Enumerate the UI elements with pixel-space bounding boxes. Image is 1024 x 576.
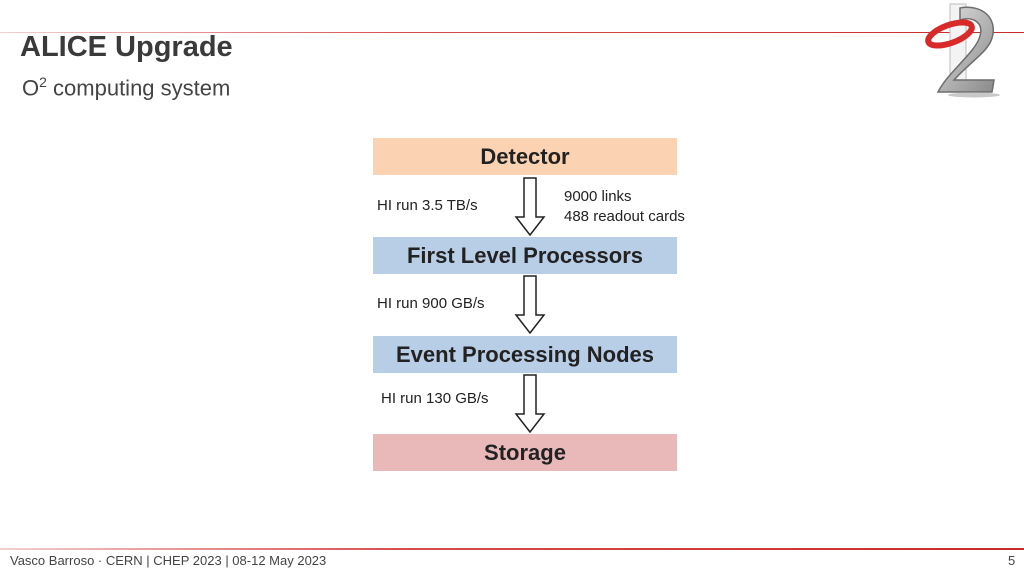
detector-to-flp-rate: HI run 3.5 TB/s (377, 197, 478, 214)
subtitle-superscript: 2 (39, 74, 47, 90)
flp-to-epn-rate: HI run 900 GB/s (377, 295, 485, 312)
slide-subtitle: O2 computing system (22, 74, 230, 101)
subtitle-prefix: O (22, 75, 40, 101)
detector-box: Detector (373, 138, 677, 175)
footer-divider (0, 548, 1024, 550)
slide-title: ALICE Upgrade (20, 31, 233, 63)
page-number: 5 (1008, 553, 1016, 568)
subtitle-rest: computing system (46, 75, 231, 101)
header-divider (0, 32, 1024, 33)
detector-links-count: 9000 links (564, 188, 632, 205)
footer-text: Vasco Barroso · CERN | CHEP 2023 | 08-12… (10, 553, 327, 568)
down-arrow-icon (514, 275, 546, 335)
storage-box: Storage (373, 434, 677, 471)
epn-to-storage-rate: HI run 130 GB/s (381, 390, 489, 407)
o2-logo-icon (925, 3, 1000, 98)
down-arrow-icon (514, 374, 546, 434)
readout-cards-count: 488 readout cards (564, 208, 685, 225)
first-level-processors-box: First Level Processors (373, 237, 677, 274)
down-arrow-icon (514, 177, 546, 237)
event-processing-nodes-box: Event Processing Nodes (373, 336, 677, 373)
